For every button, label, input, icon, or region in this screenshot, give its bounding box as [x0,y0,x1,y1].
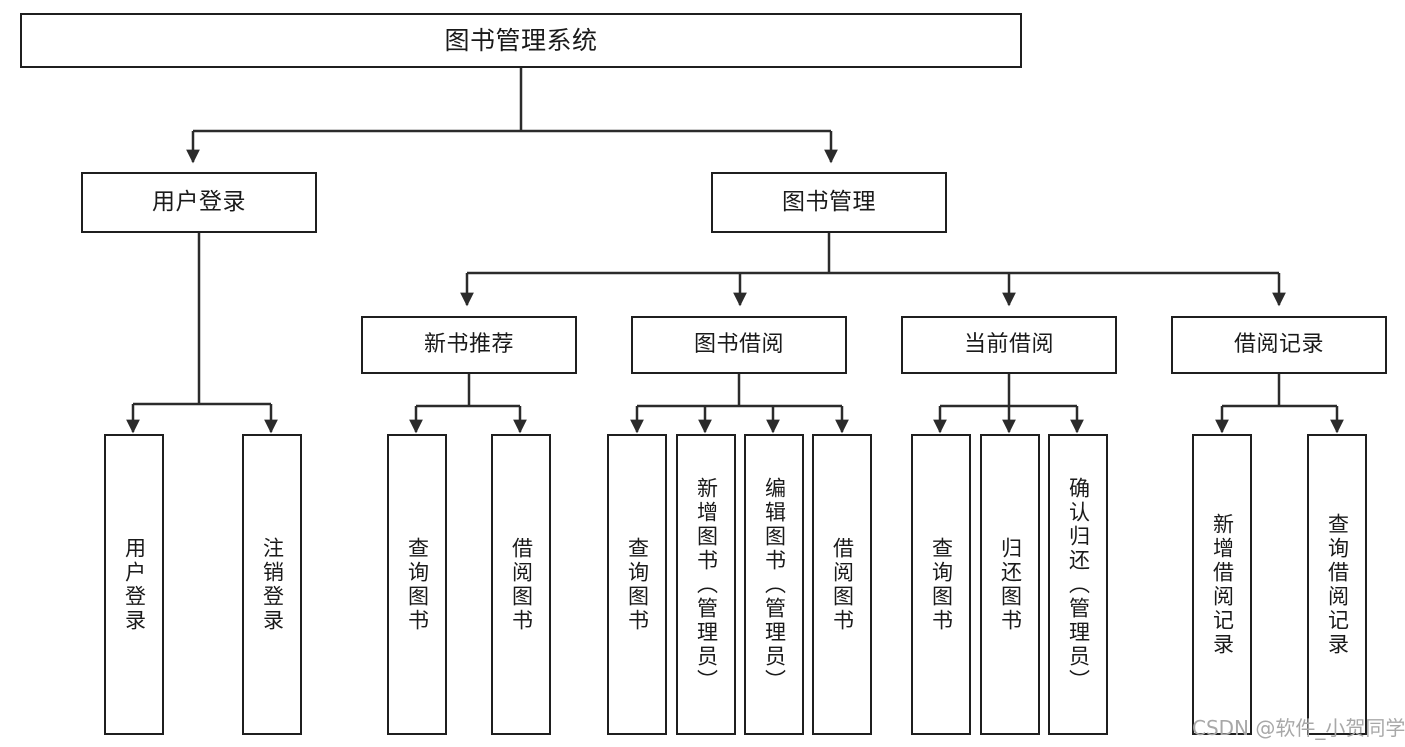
leaf-book-borrow-query[interactable]: 查询图书 [607,434,667,735]
leaf-label: 新增图书（管理员） [694,476,719,693]
leaf-user-login-login[interactable]: 用户登录 [104,434,164,735]
node-user-login-label: 用户登录 [152,189,246,216]
node-new-book-recommend[interactable]: 新书推荐 [361,316,577,374]
node-book-management-label: 图书管理 [782,189,876,216]
node-user-login[interactable]: 用户登录 [81,172,317,233]
leaf-label: 借阅图书 [830,536,855,633]
node-new-book-recommend-label: 新书推荐 [423,332,514,358]
leaf-current-borrow-return[interactable]: 归还图书 [980,434,1040,735]
leaf-label: 查询图书 [405,536,430,633]
leaf-label: 借阅图书 [509,536,534,633]
node-root-label: 图书管理系统 [444,26,598,55]
leaf-label: 归还图书 [998,536,1023,633]
leaf-label: 查询图书 [625,536,650,633]
leaf-user-login-logout[interactable]: 注销登录 [242,434,302,735]
leaf-book-borrow-borrow[interactable]: 借阅图书 [812,434,872,735]
node-borrow-record-label: 借阅记录 [1233,332,1324,358]
leaf-label: 确认归还（管理员） [1066,476,1091,693]
leaf-borrow-record-query[interactable]: 查询借阅记录 [1307,434,1367,735]
leaf-borrow-record-add[interactable]: 新增借阅记录 [1192,434,1252,735]
leaf-label: 查询图书 [929,536,954,633]
leaf-new-book-borrow[interactable]: 借阅图书 [491,434,551,735]
leaf-label: 注销登录 [260,536,285,633]
node-current-borrow[interactable]: 当前借阅 [901,316,1117,374]
leaf-label: 编辑图书（管理员） [762,476,787,693]
node-current-borrow-label: 当前借阅 [963,332,1054,358]
leaf-label: 新增借阅记录 [1210,512,1235,657]
leaf-book-borrow-edit[interactable]: 编辑图书（管理员） [744,434,804,735]
leaf-new-book-query[interactable]: 查询图书 [387,434,447,735]
node-book-borrow[interactable]: 图书借阅 [631,316,847,374]
leaf-label: 查询借阅记录 [1325,512,1350,657]
watermark: CSDN @软件_小贺同学 [1192,716,1405,740]
leaf-current-borrow-query[interactable]: 查询图书 [911,434,971,735]
node-root[interactable]: 图书管理系统 [20,13,1022,68]
leaf-book-borrow-add[interactable]: 新增图书（管理员） [676,434,736,735]
node-book-management[interactable]: 图书管理 [711,172,947,233]
leaf-label: 用户登录 [122,536,147,633]
node-book-borrow-label: 图书借阅 [693,332,784,358]
node-borrow-record[interactable]: 借阅记录 [1171,316,1387,374]
leaf-current-borrow-confirm[interactable]: 确认归还（管理员） [1048,434,1108,735]
